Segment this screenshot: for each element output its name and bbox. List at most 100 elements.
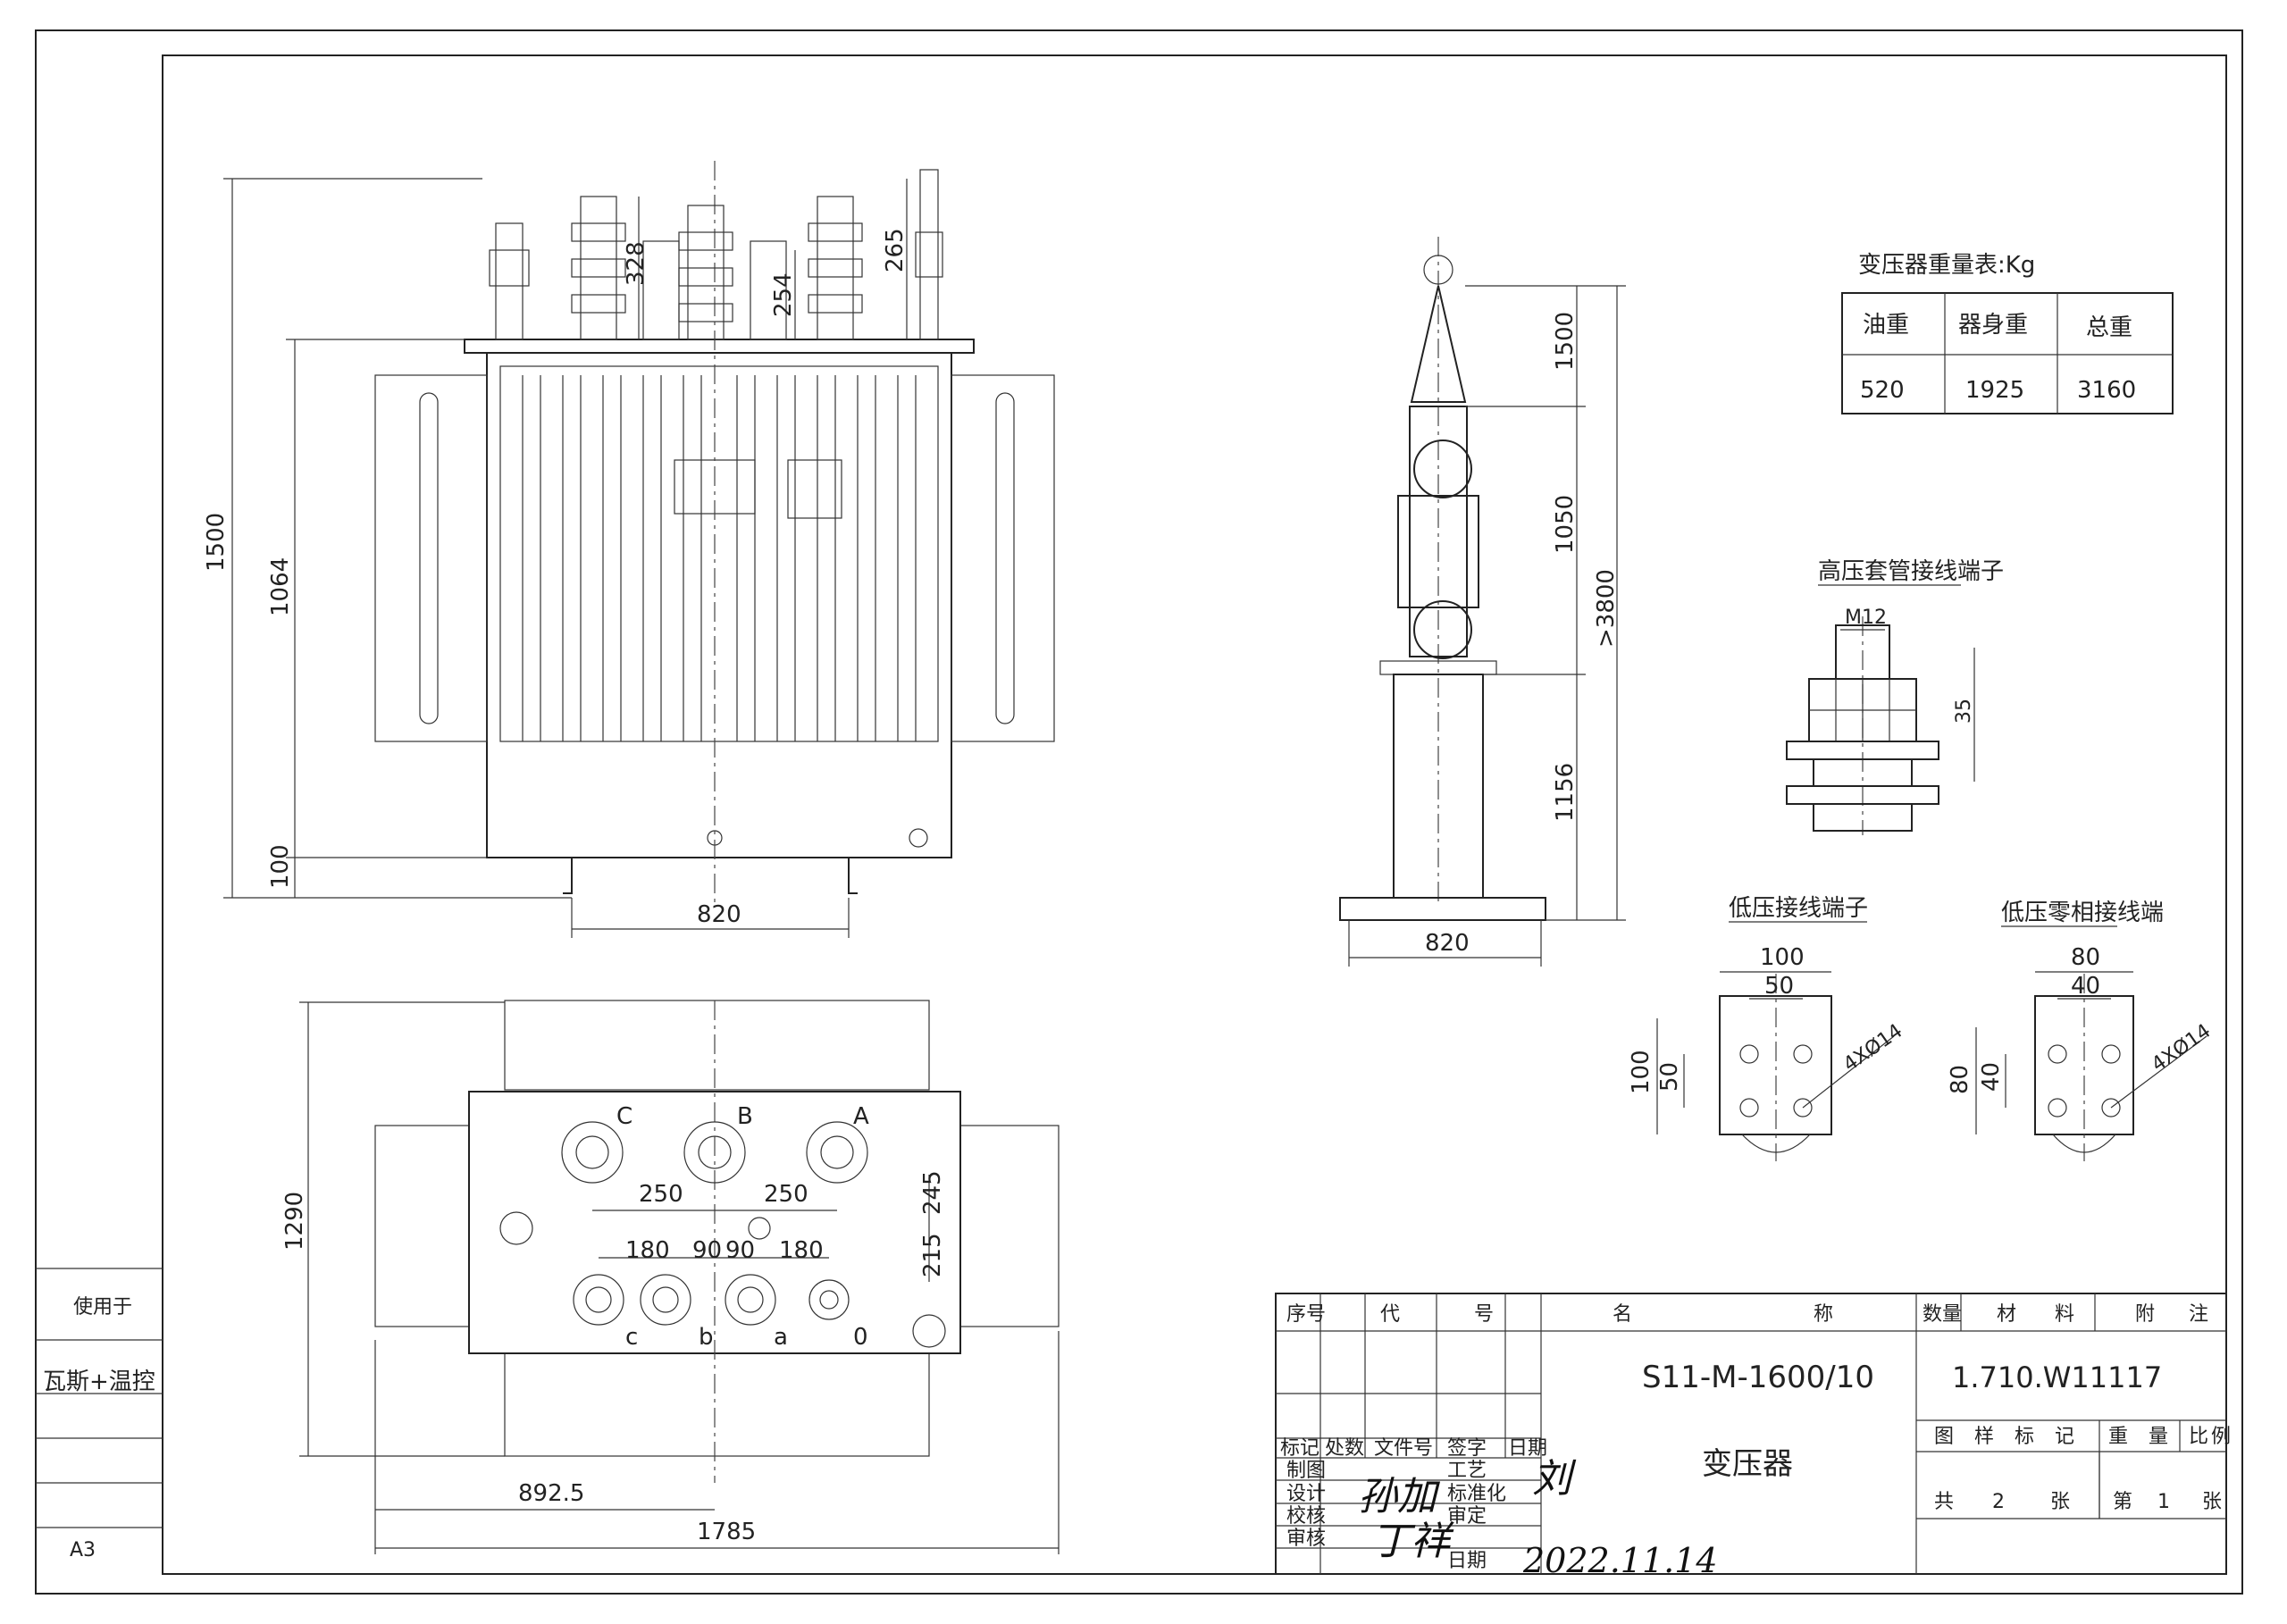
sheet-no-unit: 张 [2202, 1491, 2222, 1513]
bom-h-2: 号 [1474, 1303, 1494, 1326]
right-h-5: 量 [2149, 1426, 2168, 1448]
hv-label-b: B [737, 1103, 753, 1130]
front-dim-bushing-c: 265 [882, 228, 909, 272]
lv-terminal-holes: 4XØ14 [1839, 1020, 1906, 1076]
model-number: S11-M-1600/10 [1642, 1360, 1874, 1395]
role-left-3: 审核 [1286, 1528, 1326, 1550]
right-h-2: 标 [2015, 1426, 2034, 1448]
hv-terminal-height: 35 [1953, 699, 1975, 724]
role-right-0: 工艺 [1447, 1460, 1487, 1482]
hv-label-a: A [853, 1103, 869, 1130]
top-dim-v2: 215 [919, 1233, 946, 1277]
side-dim-total: >3800 [1593, 569, 1620, 648]
top-dim-hv-2: 250 [764, 1181, 808, 1208]
lv-terminal-h-inner: 50 [1656, 1062, 1683, 1092]
right-h-6: 比 [2189, 1426, 2208, 1448]
hv-terminal-detail: 高压套管接线端子 M12 35 [1786, 558, 2004, 835]
right-h-1: 样 [1974, 1426, 1994, 1448]
lv-terminal-w-outer: 100 [1760, 944, 1805, 971]
weight-value-oil: 520 [1860, 377, 1905, 404]
inner-frame [162, 54, 2227, 1575]
bom-h-5: 数量 [1923, 1303, 1962, 1326]
lv-label-a: a [774, 1324, 788, 1351]
side-dim-core: 1050 [1552, 495, 1579, 554]
top-dim-v1: 245 [919, 1170, 946, 1215]
bom-h-3: 名 [1613, 1303, 1632, 1326]
role-left-2: 校核 [1286, 1505, 1326, 1528]
lv-label-b: b [699, 1324, 714, 1351]
outer-frame [35, 29, 2243, 1595]
total-sheets-unit: 张 [2050, 1491, 2070, 1513]
lv-neutral-holes: 4XØ14 [2148, 1020, 2215, 1076]
used-for-value: 瓦斯+温控 [43, 1369, 155, 1395]
hv-terminal-title: 高压套管接线端子 [1818, 558, 2004, 585]
sheet-no-label: 第 [2113, 1491, 2132, 1513]
lv-neutral-terminal-detail: 低压零相接线端 80 40 80 40 4XØ14 [1947, 900, 2215, 1161]
signature-3: 刘 [1532, 1456, 1577, 1502]
top-dim-lv-3: 90 [725, 1237, 755, 1264]
role-left-1: 设计 [1286, 1483, 1326, 1505]
weight-table: 变压器重量表:Kg 油重 器身重 总重 520 1925 3160 [1841, 252, 2174, 414]
lv-terminal-w-inner: 50 [1764, 973, 1794, 1000]
sheet-no: 1 [2157, 1491, 2170, 1513]
weight-header-body: 器身重 [1958, 312, 2028, 339]
weight-header-oil: 油重 [1863, 312, 1909, 339]
hv-terminal-thread: M12 [1845, 607, 1887, 629]
lv-neutral-h-outer: 80 [1947, 1065, 1973, 1094]
product-name: 变压器 [1702, 1446, 1793, 1482]
top-dim-hv-1: 250 [639, 1181, 683, 1208]
front-dim-bushing-b: 254 [770, 272, 797, 317]
bom-h-4: 称 [1814, 1303, 1833, 1326]
right-h-0: 图 [1934, 1426, 1954, 1448]
rev-h-0: 标记 [1280, 1437, 1319, 1460]
rev-h-2: 文件号 [1374, 1437, 1433, 1460]
lv-neutral-w-inner: 40 [2071, 973, 2100, 1000]
top-dim-lv-4: 180 [779, 1237, 824, 1264]
sheet-size: A3 [70, 1539, 96, 1561]
weight-value-body: 1925 [1965, 377, 2024, 404]
total-sheets: 2 [1992, 1491, 2005, 1513]
lv-neutral-title: 低压零相接线端 [2001, 900, 2164, 926]
front-dim-bushing-a: 328 [623, 241, 649, 286]
lv-terminal-h-outer: 100 [1628, 1050, 1655, 1094]
side-dim-base: 1156 [1552, 763, 1579, 822]
bom-h-9: 注 [2189, 1303, 2208, 1326]
top-dim-half-width: 892.5 [518, 1480, 584, 1507]
side-view: 1500 1050 1156 >3800 820 [1339, 237, 1626, 967]
used-for-label: 使用于 [73, 1296, 132, 1318]
lv-neutral-h-inner: 40 [1978, 1062, 2005, 1092]
lv-terminal-title: 低压接线端子 [1729, 895, 1868, 922]
drawing-number: 1.710.W11117 [1952, 1360, 2162, 1394]
weight-table-title: 变压器重量表:Kg [1858, 252, 2035, 279]
left-strip: 使用于 瓦斯+温控 A3 [36, 1268, 163, 1561]
role-left-0: 制图 [1286, 1460, 1326, 1482]
top-dim-lv-2: 90 [692, 1237, 722, 1264]
bom-h-7: 料 [2055, 1303, 2074, 1326]
hv-label-c: C [616, 1103, 632, 1130]
weight-value-total: 3160 [2077, 377, 2136, 404]
top-dim-lv-1: 180 [625, 1237, 670, 1264]
role-right-1: 标准化 [1447, 1483, 1506, 1505]
signature-2: 丁祥 [1371, 1519, 1454, 1564]
front-dim-tank-height: 1064 [267, 557, 294, 616]
bom-h-0: 序号 [1286, 1303, 1326, 1326]
rev-h-1: 处数 [1325, 1437, 1364, 1460]
lv-terminal-detail: 低压接线端子 100 50 100 50 4XØ14 [1628, 895, 1906, 1161]
weight-header-total: 总重 [2086, 314, 2132, 341]
front-dim-height-total: 1500 [203, 513, 230, 572]
date-hand: 2022.11.14 [1522, 1541, 1718, 1580]
signature-1: 孙加 [1358, 1474, 1441, 1519]
top-dim-full-width: 1785 [697, 1519, 756, 1545]
top-view: C B A c b a 0 250 250 180 90 90 180 245 … [281, 1000, 1060, 1554]
lv-label-c: c [625, 1324, 638, 1351]
rev-h-4: 日期 [1508, 1437, 1547, 1460]
bom-h-6: 材 [1997, 1303, 2016, 1326]
title-block: 序号 代 号 名 称 数量 材 料 附 注 S11-M-1600/10 变压器 … [1275, 1293, 2231, 1580]
right-h-7: 例 [2211, 1426, 2231, 1448]
rev-h-3: 签字 [1447, 1437, 1487, 1460]
right-h-3: 记 [2055, 1426, 2074, 1448]
side-dim-lift: 1500 [1552, 312, 1579, 371]
lv-label-0: 0 [853, 1324, 868, 1351]
top-dim-depth: 1290 [281, 1192, 308, 1251]
right-h-4: 重 [2108, 1426, 2128, 1448]
